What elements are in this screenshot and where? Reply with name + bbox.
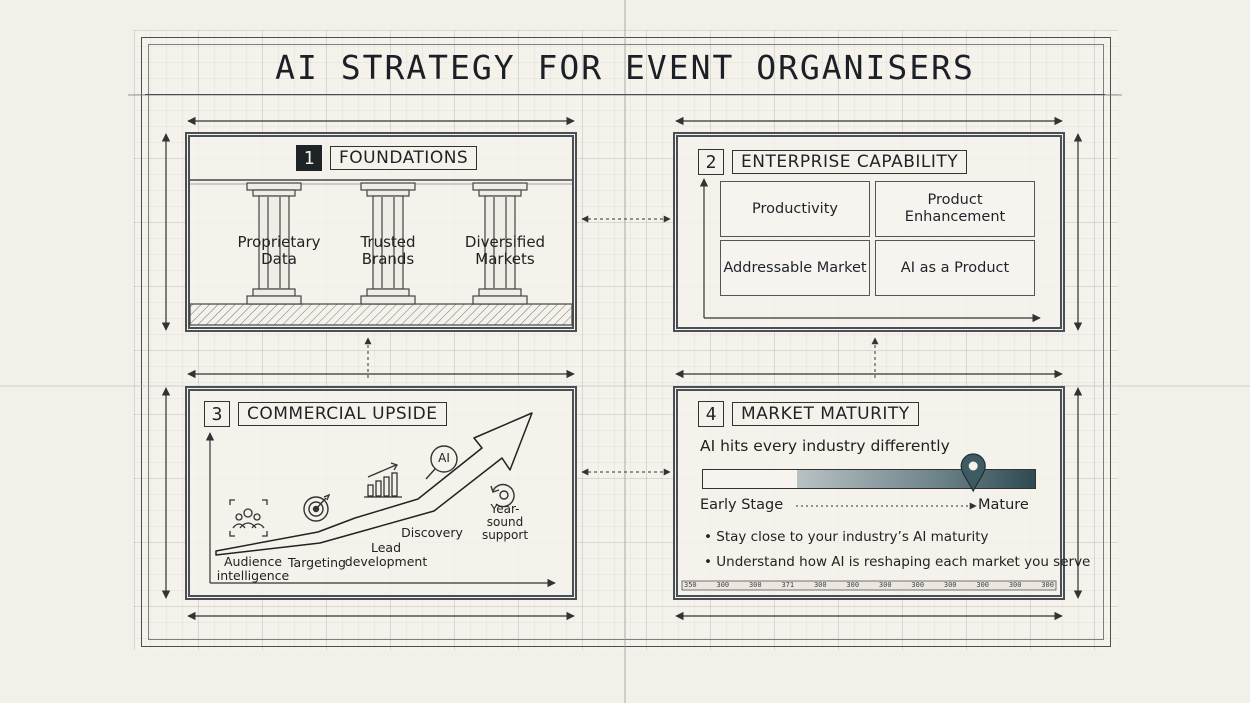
ruler-mark: 300: [1041, 581, 1054, 589]
pillar-label-trusted-brands: Trusted Brands: [360, 233, 416, 269]
panel-number: 3: [204, 401, 230, 427]
capability-cell-product-enhancement: Product Enhancement: [875, 181, 1035, 237]
capability-cell-ai-as-a-product: AI as a Product: [875, 240, 1035, 296]
step-label-lead-development: Lead development: [344, 540, 428, 570]
commercial-panel: 3 COMMERCIAL UPSIDE: [185, 386, 577, 600]
foundations-panel: 1 FOUNDATIONS Proprietary Data Trusted B…: [185, 132, 577, 332]
outer-frame: [141, 37, 1111, 647]
growth-arrow: [215, 412, 533, 556]
bullet-item: • Stay close to your industry’s AI matur…: [704, 529, 989, 545]
capability-cell-addressable-market: Addressable Market: [720, 240, 870, 296]
ruler-mark: 350: [684, 581, 697, 589]
page-title: AI STRATEGY FOR EVENT ORGANISERS: [275, 48, 975, 87]
maturity-header: 4 MARKET MATURITY: [698, 401, 919, 427]
ruler-marks: 350 300 300 371 300 300 300 300 300 300 300 300: [684, 581, 1054, 590]
step-label-year-sound-support: Year-sound support: [481, 502, 529, 543]
maturity-subtitle: AI hits every industry differently: [700, 437, 950, 455]
panel-title: FOUNDATIONS: [330, 146, 478, 170]
commercial-header: 3 COMMERCIAL UPSIDE: [204, 401, 447, 427]
panel-title: ENTERPRISE CAPABILITY: [732, 150, 968, 174]
pillar-column: [246, 182, 302, 305]
foundations-header: 1 FOUNDATIONS: [296, 145, 478, 171]
step-label-discovery: Discovery: [401, 525, 463, 540]
step-label-audience-intelligence: Audience intelligence: [216, 554, 290, 583]
scale-end-label: Mature: [978, 497, 1029, 513]
ruler: [681, 580, 1057, 591]
enterprise-header: 2 ENTERPRISE CAPABILITY: [698, 149, 968, 175]
ruler-mark: 300: [846, 581, 860, 589]
ruler-mark: 300: [716, 581, 730, 589]
audience-icon: [229, 499, 268, 537]
inner-frame: [148, 44, 1104, 640]
ruler-mark: 300: [748, 581, 762, 589]
ai-badge: AI: [438, 451, 450, 465]
ruler-mark: 371: [781, 581, 795, 589]
bullet-text: Stay close to your industry’s AI maturit…: [716, 529, 989, 545]
bar-chart-icon: [364, 462, 402, 498]
ruler-mark: 300: [976, 581, 990, 589]
step-label-targeting: Targeting: [287, 555, 346, 570]
capability-cell-productivity: Productivity: [720, 181, 870, 237]
ruler-mark: 300: [943, 581, 957, 589]
pillars-drawing: [189, 179, 573, 326]
target-icon: [303, 493, 331, 522]
pillar-column: [360, 182, 416, 305]
growth-chart-drawing: [205, 412, 556, 588]
ruler-mark: 300: [911, 581, 925, 589]
panel-title: COMMERCIAL UPSIDE: [238, 402, 447, 426]
bullet-text: Understand how AI is reshaping each mark…: [716, 554, 1091, 570]
enterprise-panel: 2 ENTERPRISE CAPABILITY Productivity Pro…: [673, 132, 1065, 332]
ruler-mark: 300: [813, 581, 827, 589]
ruler-mark: 300: [1008, 581, 1022, 589]
enterprise-axes: [699, 178, 1041, 323]
pillar-label-proprietary-data: Proprietary Data: [237, 233, 321, 269]
maturity-panel: 4 MARKET MATURITY AI hits every industry…: [673, 386, 1090, 600]
ai-magnifier-icon: [425, 445, 458, 480]
panel-number: 2: [698, 149, 724, 175]
title-band: AI STRATEGY FOR EVENT ORGANISERS: [145, 40, 1105, 95]
panel-number: 1: [296, 145, 322, 171]
panel-number: 4: [698, 401, 724, 427]
pillar-label-diversified-markets: Diversified Markets: [464, 233, 546, 269]
ruler-mark: 300: [878, 581, 892, 589]
support-cycle-icon: [490, 483, 515, 508]
scale-start-label: Early Stage: [700, 497, 784, 513]
pillar-column: [472, 182, 528, 305]
location-pin-icon: [960, 453, 986, 493]
maturity-marker-drawing: [681, 453, 1057, 591]
bullet-item: • Understand how AI is reshaping each ma…: [704, 554, 1091, 570]
panel-title: MARKET MATURITY: [732, 402, 919, 426]
